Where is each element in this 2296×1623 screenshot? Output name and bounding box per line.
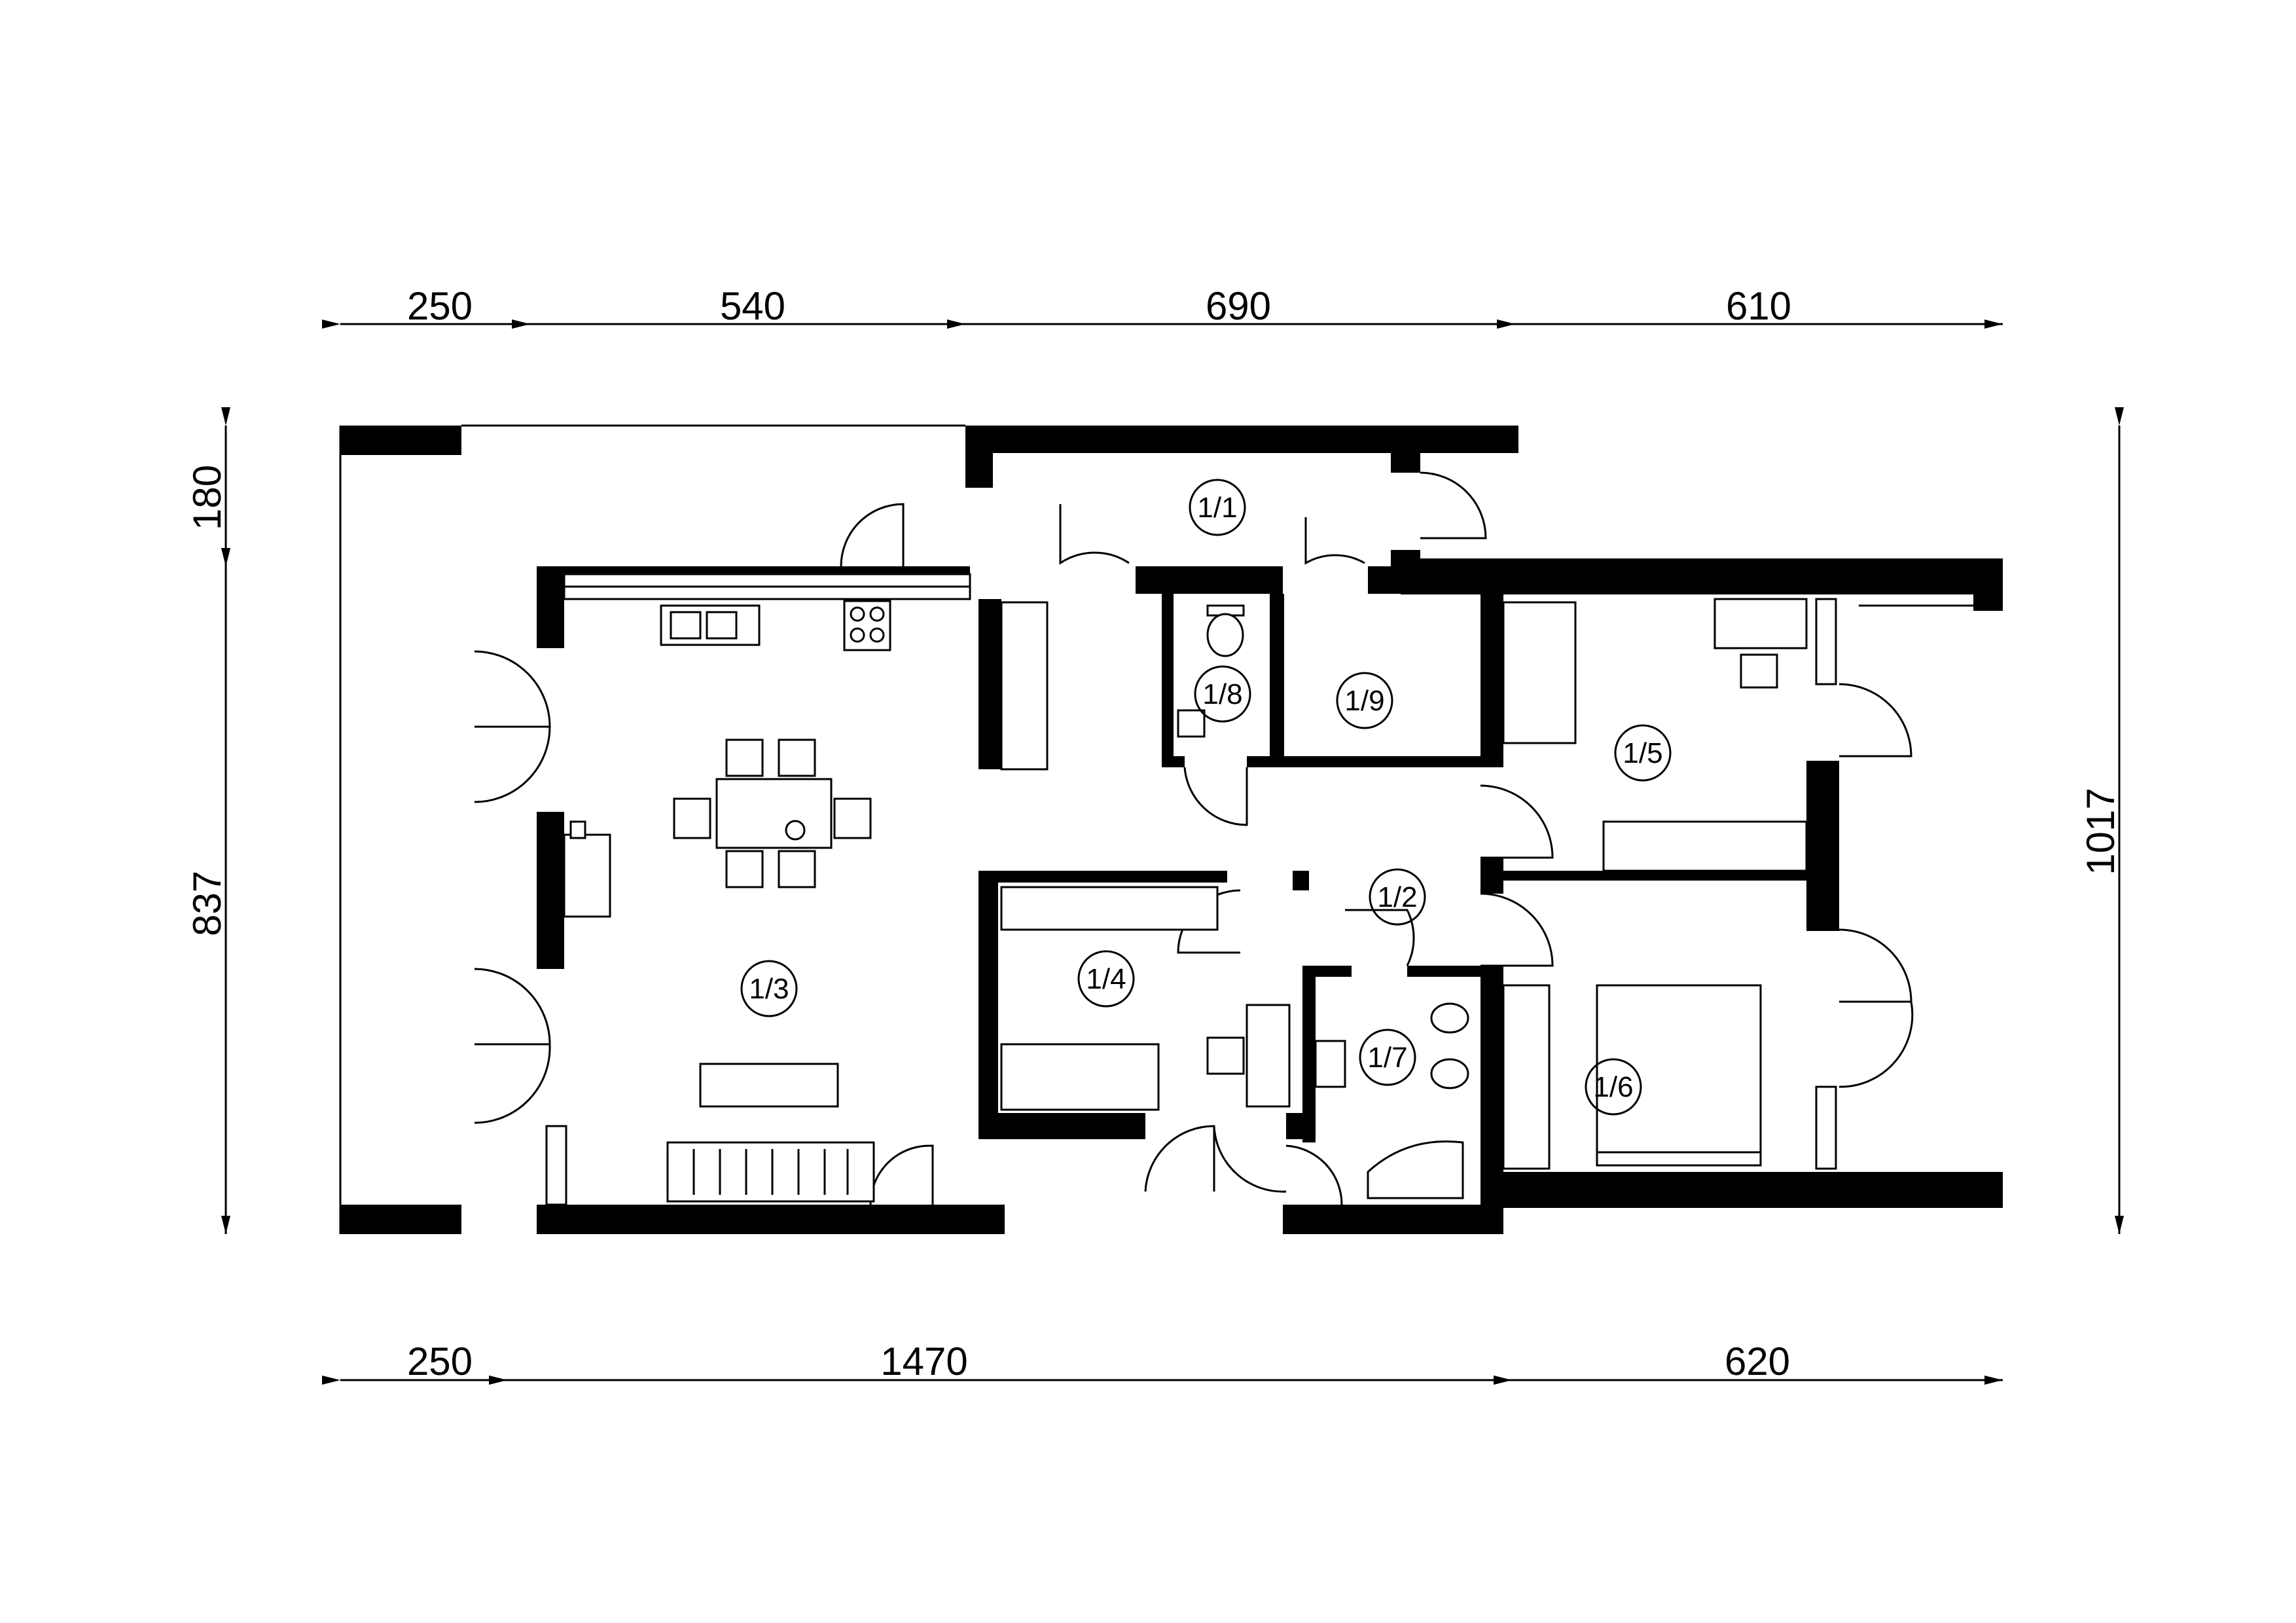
dim-bottom-1: 250	[407, 1340, 473, 1383]
plate-icon	[785, 820, 806, 841]
door-1-7	[1345, 909, 1415, 966]
dim-top-4: 610	[1726, 284, 1791, 328]
door-terrace-1-5	[1839, 683, 1912, 757]
room-label-1-4: 1/4	[1086, 963, 1126, 995]
toilet-icon	[1206, 613, 1244, 657]
sofa-icon	[666, 1141, 875, 1203]
dim-left-1: 180	[185, 465, 229, 530]
room-label-1-6: 1/6	[1593, 1071, 1633, 1103]
door-entrance-right	[1420, 471, 1487, 539]
door-1-5	[1480, 784, 1554, 859]
room-1-7: 1/7	[1359, 1029, 1416, 1086]
door-living-left-top-a	[474, 650, 551, 728]
bidet-icon	[1430, 1002, 1469, 1034]
door-1-6	[1480, 892, 1554, 967]
heater-icon	[563, 833, 611, 918]
windows	[545, 573, 1837, 1206]
washbasin-icon	[1177, 709, 1206, 738]
door-terrace-1-6-a	[1839, 928, 1912, 1003]
chair-icon	[725, 739, 764, 777]
dim-top-2: 540	[720, 284, 785, 328]
dim-top-1: 250	[407, 284, 473, 328]
toilet-icon	[1430, 1058, 1469, 1089]
stove-icon	[843, 600, 891, 651]
room-1-6: 1/6	[1585, 1058, 1642, 1116]
room-1-9: 1/9	[1336, 672, 1393, 729]
right-dimension-line: 1017	[2079, 407, 2124, 1234]
room-1-8: 1/8	[1194, 665, 1251, 723]
room-label-1-8: 1/8	[1202, 678, 1242, 710]
room-label-1-3: 1/3	[749, 973, 789, 1005]
room-label-1-7: 1/7	[1367, 1042, 1407, 1074]
dining-table	[715, 778, 833, 849]
room-labels: 1/1 1/2 1/3 1/4 1/5 1/6 1/7 1/8	[740, 479, 1672, 1116]
chair-icon	[833, 797, 872, 839]
door-living-left-top-b	[474, 726, 551, 803]
door-entrance-left	[840, 503, 905, 567]
room-label-1-5: 1/5	[1623, 737, 1662, 769]
door-living-left-bottom-a	[474, 968, 551, 1046]
room-1-2: 1/2	[1369, 868, 1426, 926]
bottom-dimension-line: 250 1470 620	[322, 1340, 2003, 1385]
door-1-4-b	[1213, 1125, 1287, 1193]
dim-right-1: 1017	[2079, 788, 2123, 875]
chair-icon	[725, 850, 764, 888]
dim-left-2: 837	[185, 871, 229, 936]
bed-icon	[1502, 601, 1577, 744]
door-1-8	[1183, 767, 1248, 826]
room-1-3: 1/3	[740, 960, 798, 1017]
chair-icon	[673, 797, 711, 839]
room-label-1-9: 1/9	[1344, 685, 1384, 717]
room-label-1-1: 1/1	[1197, 492, 1237, 524]
room-1-4: 1/4	[1077, 950, 1135, 1008]
dim-bottom-3: 620	[1725, 1340, 1790, 1383]
left-dimension-line: 180 837	[185, 407, 230, 1234]
furniture	[563, 598, 1808, 1203]
chair-icon	[778, 850, 816, 888]
walls	[340, 426, 2003, 1234]
door-corridor	[1059, 504, 1130, 565]
bed-icon	[1596, 984, 1762, 1160]
room-1-5: 1/5	[1614, 724, 1672, 782]
dim-top-3: 690	[1206, 284, 1271, 328]
door-bottom-right	[1285, 1144, 1343, 1205]
chair-icon	[778, 739, 816, 777]
tv-stand	[699, 1063, 839, 1108]
door-living-bottom	[869, 1144, 934, 1205]
desk-icon	[1246, 1004, 1291, 1108]
doors	[474, 471, 1914, 1205]
door-1-4-a	[1144, 1125, 1215, 1192]
chair-icon	[1740, 653, 1778, 689]
chair-icon	[1206, 1036, 1245, 1075]
wardrobe-icon	[1502, 984, 1551, 1170]
door-terrace-1-6-b	[1839, 1001, 1914, 1088]
room-1-1: 1/1	[1189, 479, 1246, 536]
wardrobe-icon	[1602, 820, 1808, 872]
washbasin-icon	[1314, 1040, 1346, 1088]
wardrobe-icon	[1000, 886, 1219, 931]
desk-icon	[1713, 598, 1808, 649]
bathtub-icon	[1367, 1140, 1464, 1199]
bed-icon	[1000, 1043, 1160, 1111]
door-1-9	[1304, 517, 1365, 565]
door-living-left-bottom-b	[474, 1044, 551, 1124]
wardrobe-icon	[1000, 601, 1049, 771]
room-label-1-2: 1/2	[1377, 881, 1417, 913]
dim-bottom-2: 1470	[880, 1340, 967, 1383]
top-dimension-line: 250 540 690 610	[322, 284, 2003, 329]
